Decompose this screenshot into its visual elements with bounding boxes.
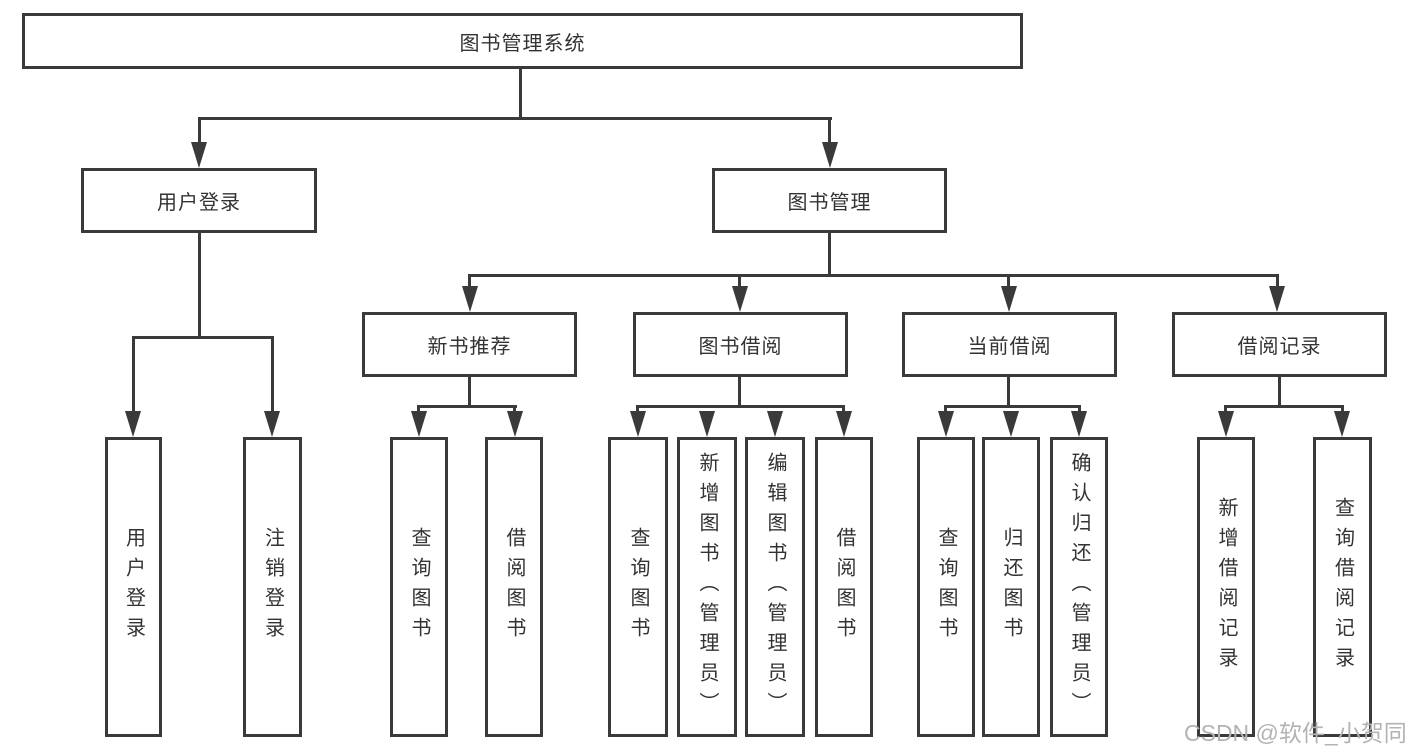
- node-book-management: 图书管理: [712, 168, 947, 233]
- arrow-down-icon: [462, 286, 478, 312]
- leaf-borrow-books: 借阅图书: [815, 437, 873, 737]
- leaf-query-books-borrowing-label: 查询图书: [627, 527, 649, 647]
- arrow-down-icon: [411, 411, 427, 437]
- leaf-edit-books-admin-label: 编辑图书（管理员）: [764, 452, 786, 722]
- connector-line: [944, 405, 947, 413]
- node-current-borrowing-label: 当前借阅: [967, 336, 1052, 358]
- arrow-down-icon: [630, 411, 646, 437]
- connector-line: [1078, 405, 1081, 413]
- node-book-management-label: 图书管理: [787, 192, 872, 214]
- connector-line: [828, 233, 831, 277]
- node-book-borrowing: 图书借阅: [633, 312, 848, 377]
- connector-line: [198, 117, 832, 120]
- leaf-edit-books-admin: 编辑图书（管理员）: [745, 437, 805, 737]
- leaf-logout: 注销登录: [243, 437, 302, 737]
- arrow-down-icon: [191, 142, 207, 168]
- arrow-down-icon: [767, 411, 783, 437]
- leaf-borrow-books-recommend-label: 借阅图书: [503, 527, 525, 647]
- arrow-down-icon: [699, 411, 715, 437]
- connector-line: [468, 377, 471, 408]
- connector-line: [271, 336, 274, 412]
- leaf-return-books: 归还图书: [982, 437, 1040, 737]
- arrow-down-icon: [1003, 411, 1019, 437]
- connector-line: [417, 405, 517, 408]
- connector-line: [1224, 405, 1227, 413]
- leaf-query-books-borrowing: 查询图书: [608, 437, 668, 737]
- connector-line: [944, 405, 1081, 408]
- connector-line: [842, 405, 845, 413]
- leaf-logout-label: 注销登录: [261, 527, 284, 647]
- arrow-down-icon: [125, 411, 141, 437]
- node-new-book-recommendation: 新书推荐: [362, 312, 577, 377]
- node-user-login: 用户登录: [81, 168, 317, 233]
- connector-line: [1007, 377, 1010, 408]
- leaf-borrow-books-label: 借阅图书: [833, 527, 855, 647]
- node-borrowing-records: 借阅记录: [1172, 312, 1387, 377]
- connector-line: [636, 405, 845, 408]
- arrow-down-icon: [1218, 411, 1234, 437]
- connector-line: [1341, 405, 1344, 413]
- arrow-down-icon: [1269, 286, 1285, 312]
- connector-line: [198, 117, 201, 145]
- leaf-query-books-current: 查询图书: [917, 437, 975, 737]
- leaf-return-books-label: 归还图书: [1000, 527, 1022, 647]
- connector-line: [513, 405, 516, 413]
- leaf-borrow-books-recommend: 借阅图书: [485, 437, 543, 737]
- connector-line: [417, 405, 420, 413]
- leaf-confirm-return-admin-label: 确认归还（管理员）: [1068, 452, 1090, 722]
- arrow-down-icon: [1334, 411, 1350, 437]
- connector-line: [519, 69, 522, 120]
- node-user-login-label: 用户登录: [157, 192, 241, 214]
- arrow-down-icon: [1071, 411, 1087, 437]
- connector-line: [468, 274, 1279, 277]
- arrow-down-icon: [1001, 286, 1017, 312]
- node-root-label: 图书管理系统: [459, 32, 586, 55]
- connector-line: [1276, 274, 1279, 288]
- leaf-add-borrow-record-label: 新增借阅记录: [1215, 497, 1237, 677]
- connector-line: [132, 336, 274, 339]
- connector-line: [1278, 377, 1281, 408]
- arrow-down-icon: [938, 411, 954, 437]
- node-borrowing-records-label: 借阅记录: [1237, 336, 1322, 358]
- leaf-query-books-current-label: 查询图书: [935, 527, 957, 647]
- connector-line: [1007, 274, 1010, 288]
- leaf-query-books-recommend-label: 查询图书: [408, 527, 430, 647]
- connector-line: [468, 274, 471, 288]
- connector-line: [132, 336, 135, 412]
- leaf-query-books-recommend: 查询图书: [390, 437, 448, 737]
- leaf-query-borrow-record: 查询借阅记录: [1313, 437, 1372, 737]
- connector-line: [828, 117, 831, 145]
- connector-line: [198, 233, 201, 339]
- node-root: 图书管理系统: [22, 13, 1023, 69]
- node-new-book-recommendation-label: 新书推荐: [427, 336, 512, 358]
- node-current-borrowing: 当前借阅: [902, 312, 1117, 377]
- leaf-query-borrow-record-label: 查询借阅记录: [1331, 497, 1354, 677]
- leaf-user-login: 用户登录: [105, 437, 162, 737]
- leaf-add-books-admin: 新增图书（管理员）: [677, 437, 737, 737]
- arrow-down-icon: [264, 411, 280, 437]
- connector-line: [1224, 405, 1344, 408]
- arrow-down-icon: [836, 411, 852, 437]
- connector-line: [636, 405, 639, 413]
- arrow-down-icon: [732, 286, 748, 312]
- node-book-borrowing-label: 图书借阅: [698, 336, 783, 358]
- leaf-add-borrow-record: 新增借阅记录: [1197, 437, 1255, 737]
- connector-line: [738, 274, 741, 288]
- leaf-add-books-admin-label: 新增图书（管理员）: [696, 452, 718, 722]
- leaf-user-login-label: 用户登录: [122, 527, 145, 647]
- leaf-confirm-return-admin: 确认归还（管理员）: [1050, 437, 1108, 737]
- arrow-down-icon: [822, 142, 838, 168]
- connector-line: [738, 377, 741, 408]
- watermark: CSDN @软件_小贺同学: [1184, 720, 1405, 746]
- arrow-down-icon: [507, 411, 523, 437]
